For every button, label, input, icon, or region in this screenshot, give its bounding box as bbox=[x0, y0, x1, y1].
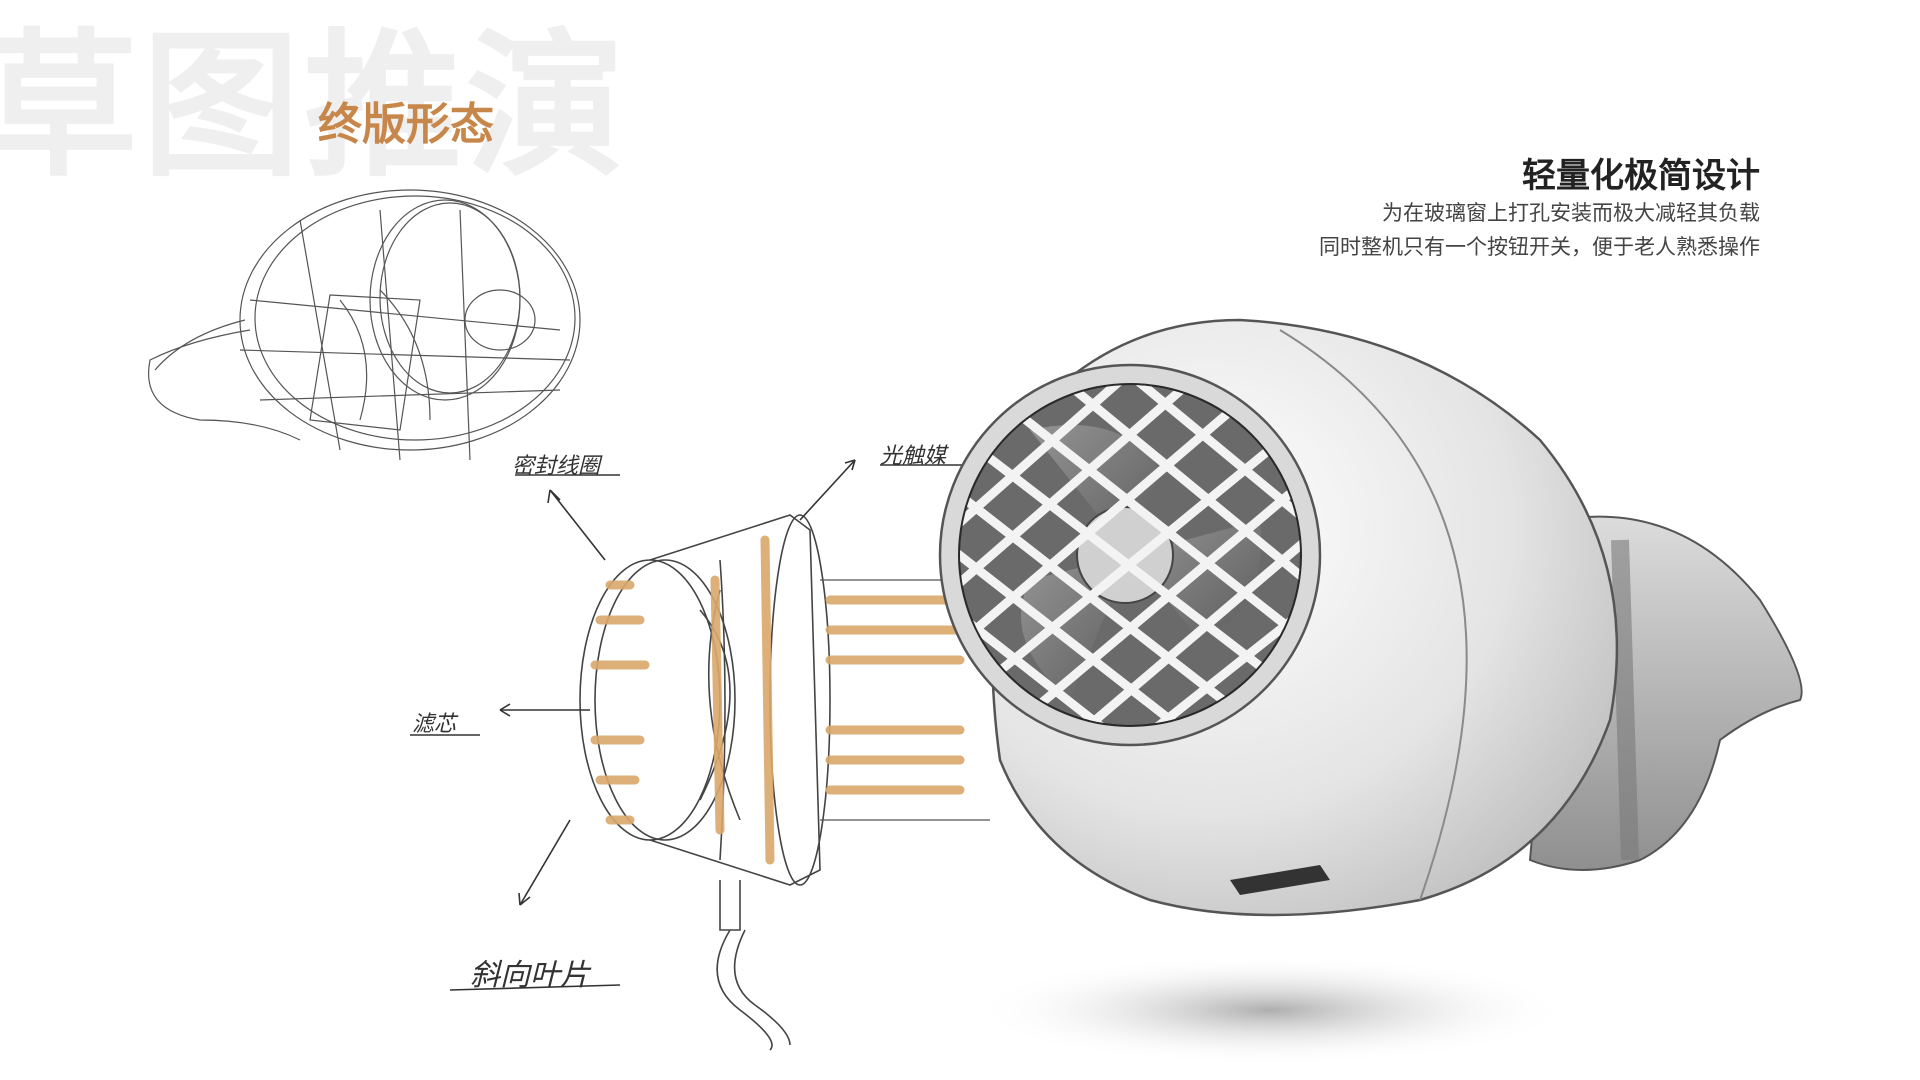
headline: 轻量化极简设计 bbox=[1522, 156, 1760, 196]
section-title: 终版形态 bbox=[318, 99, 494, 150]
annotation-outer-shell: 密封线圈 bbox=[512, 454, 601, 479]
annotation-light-strip: 光触媒 bbox=[880, 444, 947, 469]
annotation-filter: 滤芯 bbox=[412, 712, 457, 737]
annotation-leaders bbox=[410, 459, 990, 991]
annotation-blades: 斜向叶片 bbox=[470, 958, 590, 993]
description-line-2: 同时整机只有一个按钮开关，便于老人熟悉操作 bbox=[1319, 235, 1760, 259]
sketch-accent-strokes bbox=[590, 535, 965, 865]
ground-shadow bbox=[970, 955, 1570, 1065]
wireframe-sketch bbox=[148, 189, 581, 461]
watermark-text: 草图推演 bbox=[0, 15, 628, 199]
description-line-1: 为在玻璃窗上打孔安装而极大减轻其负载 bbox=[1382, 201, 1760, 225]
